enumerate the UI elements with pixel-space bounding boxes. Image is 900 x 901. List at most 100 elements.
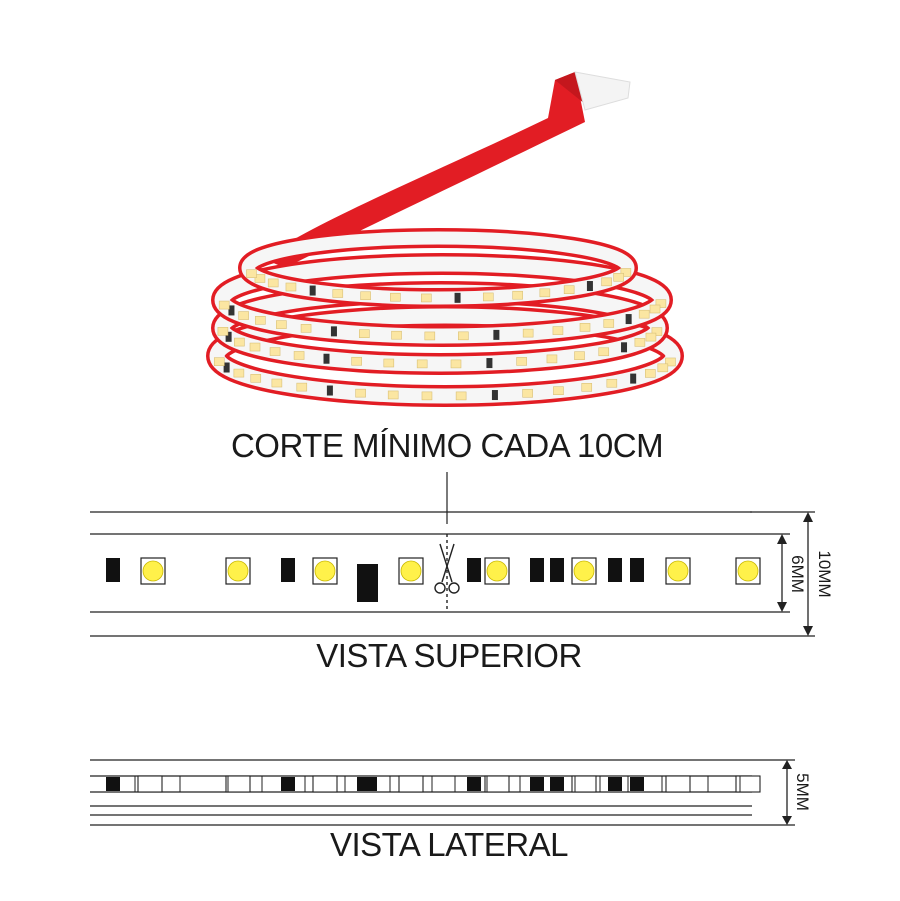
reel-led bbox=[424, 331, 436, 341]
resistor bbox=[467, 558, 481, 582]
reel-led bbox=[383, 358, 395, 368]
reel-resistor bbox=[586, 281, 593, 292]
reel-led bbox=[482, 292, 494, 302]
reel-led bbox=[552, 326, 564, 335]
reel-resistor bbox=[223, 362, 230, 373]
dimension-inner bbox=[777, 534, 787, 612]
reel-led bbox=[285, 282, 297, 292]
led-chip-side bbox=[225, 775, 251, 793]
led-strip-reel-image bbox=[206, 71, 684, 407]
reel-led bbox=[638, 309, 650, 319]
reel-resistor bbox=[625, 314, 632, 325]
resistor-side bbox=[530, 777, 544, 791]
side-view-drawing bbox=[90, 759, 795, 826]
reel-led bbox=[603, 319, 615, 328]
led-chip-side bbox=[312, 775, 338, 793]
reel-led bbox=[391, 330, 402, 340]
led-chip-side bbox=[735, 775, 761, 793]
reel-led bbox=[234, 337, 245, 347]
resistor-side bbox=[467, 777, 481, 791]
reel-led bbox=[213, 357, 225, 366]
reel-led bbox=[421, 391, 433, 401]
reel-resistor bbox=[454, 292, 461, 303]
reel-resistor bbox=[486, 358, 493, 369]
reel-led bbox=[269, 347, 281, 356]
reel-led bbox=[421, 293, 432, 303]
resistor bbox=[281, 558, 295, 582]
resistor-side bbox=[106, 777, 120, 791]
led-emitter bbox=[667, 560, 689, 582]
reel-resistor bbox=[630, 373, 637, 384]
reel-led bbox=[553, 386, 564, 395]
reel-resistor bbox=[309, 285, 316, 296]
reel-led bbox=[574, 351, 585, 360]
led-emitter bbox=[486, 560, 508, 582]
resistor-side bbox=[630, 777, 644, 791]
reel-led bbox=[579, 323, 591, 332]
reel-led bbox=[276, 320, 287, 329]
reel-led bbox=[293, 351, 305, 360]
reel-resistor bbox=[225, 331, 232, 342]
dimension-outer bbox=[803, 512, 813, 636]
reel-led bbox=[546, 354, 558, 364]
reel-led bbox=[634, 338, 646, 347]
side-view-caption: VISTA LATERAL bbox=[330, 826, 568, 863]
resistor-side bbox=[550, 777, 564, 791]
reel-led bbox=[613, 272, 624, 282]
reel-led bbox=[218, 300, 230, 310]
reel-led bbox=[359, 329, 370, 338]
resistor-side bbox=[608, 777, 622, 791]
led-emitter bbox=[142, 560, 164, 582]
resistor bbox=[630, 558, 644, 582]
reel-led bbox=[657, 363, 669, 373]
dimension-outer-label: 10MM bbox=[815, 550, 834, 597]
reel-led bbox=[387, 390, 399, 400]
ic-chip-side bbox=[357, 777, 377, 791]
reel-resistor bbox=[323, 353, 330, 364]
reel-resistor bbox=[491, 390, 498, 401]
reel-led bbox=[516, 357, 527, 366]
reel-resistor bbox=[228, 305, 235, 316]
reel-led bbox=[254, 274, 266, 283]
ic-chip bbox=[357, 564, 378, 602]
reel-led bbox=[246, 269, 257, 279]
dimension-height-label: 5MM bbox=[793, 773, 812, 811]
top-view-drawing bbox=[90, 511, 815, 637]
reel-led bbox=[645, 332, 657, 342]
reel-led bbox=[665, 357, 676, 367]
reel-led bbox=[539, 288, 551, 298]
resistor bbox=[608, 558, 622, 582]
reel-led bbox=[250, 374, 262, 383]
reel-led bbox=[416, 359, 428, 369]
reel-led bbox=[645, 369, 656, 378]
led-emitter bbox=[227, 560, 249, 582]
resistor bbox=[530, 558, 544, 582]
reel-resistor bbox=[621, 342, 628, 353]
led-chip-side bbox=[398, 775, 424, 793]
led-chip-side bbox=[137, 775, 163, 793]
top-view-caption: VISTA SUPERIOR bbox=[316, 637, 582, 674]
reel-led bbox=[455, 391, 467, 401]
reel-led bbox=[355, 388, 366, 398]
cut-note-caption: CORTE MÍNIMO CADA 10CM bbox=[231, 427, 663, 464]
reel-led bbox=[296, 382, 308, 392]
reel-resistor bbox=[493, 329, 500, 340]
reel-led bbox=[601, 277, 612, 287]
reel-led bbox=[390, 292, 401, 302]
resistor bbox=[106, 558, 120, 582]
reel-led bbox=[522, 388, 533, 398]
reel-led bbox=[563, 285, 575, 295]
reel-led bbox=[512, 290, 523, 300]
reel-led bbox=[649, 304, 661, 314]
scissors-icon bbox=[434, 534, 460, 612]
reel-led bbox=[360, 291, 371, 301]
reel-led bbox=[458, 331, 469, 341]
led-emitter bbox=[400, 560, 422, 582]
reel-led bbox=[217, 326, 229, 336]
resistor-side bbox=[281, 777, 295, 791]
reel-led bbox=[598, 347, 610, 357]
reel-led bbox=[300, 324, 312, 333]
reel-led bbox=[450, 359, 462, 369]
reel-led bbox=[620, 268, 632, 277]
